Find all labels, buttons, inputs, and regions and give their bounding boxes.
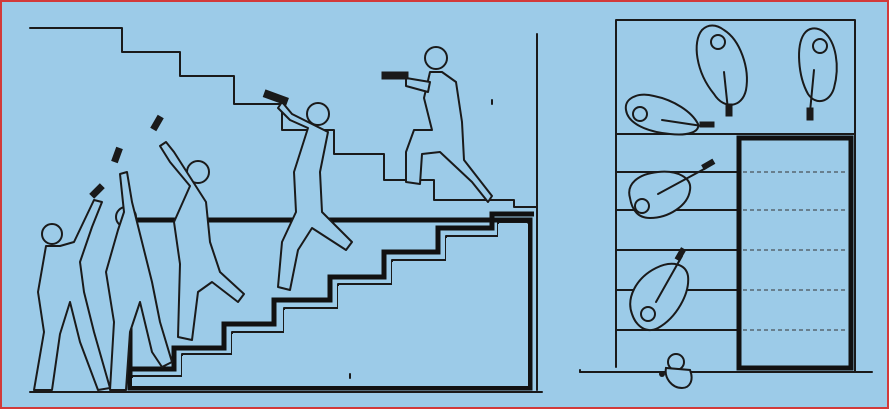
figure-5 bbox=[382, 47, 492, 202]
side-view-panel bbox=[30, 28, 542, 392]
figure-1 bbox=[34, 184, 110, 390]
plan-figure-step-2 bbox=[630, 248, 688, 330]
plan-figure-landing bbox=[626, 95, 714, 135]
figure-2 bbox=[106, 147, 172, 390]
figure-3 bbox=[151, 115, 244, 340]
plan-figure-top-right bbox=[799, 28, 837, 120]
top-view-panel bbox=[580, 20, 872, 388]
plan-figure-top-left bbox=[697, 26, 747, 117]
figure-4 bbox=[263, 90, 352, 290]
